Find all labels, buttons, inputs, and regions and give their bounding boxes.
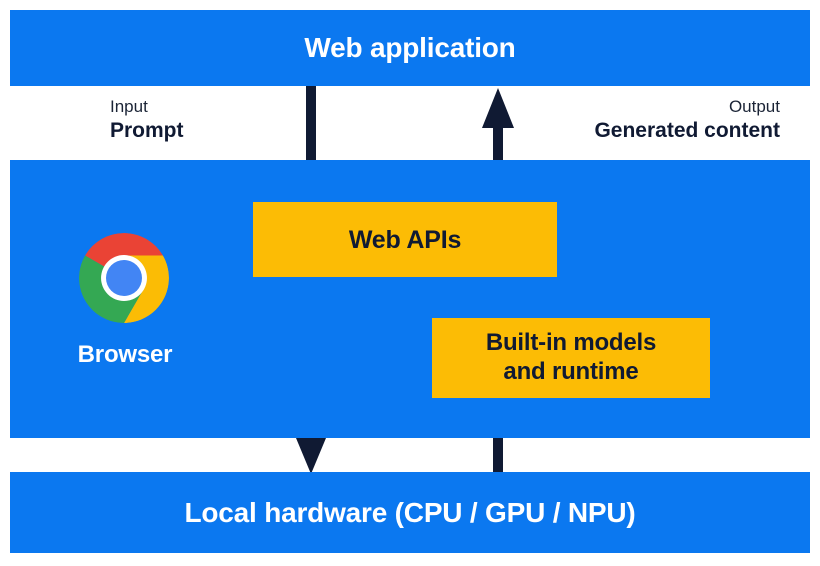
local-hardware-title: Local hardware (CPU / GPU / NPU)	[184, 496, 636, 528]
input-flow-label: Input Prompt	[110, 97, 184, 144]
panel-web-application: Web application	[10, 10, 810, 86]
output-arrow-shaft-from-hardware	[493, 430, 503, 474]
box-builtin-models-label: Built-in models and runtime	[485, 329, 657, 387]
output-flow-value: Generated content	[594, 119, 780, 143]
web-application-title: Web application	[304, 32, 516, 63]
box-builtin-models[interactable]: Built-in models and runtime	[432, 318, 710, 398]
box-builtin-models-line2: and runtime	[503, 358, 639, 385]
output-flow-label: Output Generated content	[594, 97, 780, 144]
browser-caption: Browser	[77, 341, 173, 368]
box-web-apis-label: Web APIs	[348, 225, 462, 254]
panel-local-hardware: Local hardware (CPU / GPU / NPU)	[10, 472, 810, 553]
chrome-logo-icon	[79, 233, 169, 323]
box-web-apis[interactable]: Web APIs	[253, 202, 557, 277]
input-flow-value: Prompt	[110, 119, 184, 143]
output-flow-kind: Output	[728, 97, 780, 116]
input-flow-kind: Input	[110, 97, 148, 116]
box-builtin-models-line1: Built-in models	[485, 329, 657, 357]
